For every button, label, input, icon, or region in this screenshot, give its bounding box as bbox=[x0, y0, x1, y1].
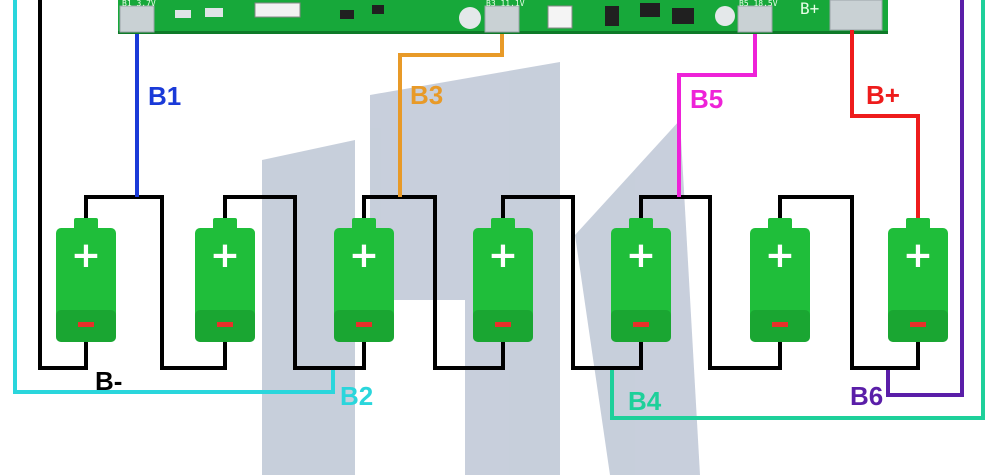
b5-wire bbox=[677, 34, 757, 197]
battery-cells: + + + + + + + bbox=[56, 218, 948, 342]
plus-icon: + bbox=[626, 235, 656, 276]
b2-label: B2 bbox=[340, 381, 373, 411]
plus-icon: + bbox=[349, 235, 379, 276]
board-component bbox=[205, 8, 223, 17]
battery-cell: + bbox=[750, 218, 810, 342]
b6-wire bbox=[886, 0, 964, 397]
battery-body bbox=[195, 228, 255, 342]
b1-pad-label: B1 3.7V bbox=[122, 0, 156, 8]
board-component bbox=[372, 5, 384, 14]
board-component bbox=[340, 10, 354, 19]
board-connector bbox=[254, 2, 301, 18]
cell-link-6-7 bbox=[778, 195, 920, 370]
minus-icon bbox=[356, 322, 372, 327]
battery-terminal bbox=[629, 218, 653, 230]
battery-cell: + bbox=[334, 218, 394, 342]
b3-wire bbox=[398, 34, 504, 197]
board-component bbox=[547, 5, 573, 29]
cell-link-3-4 bbox=[362, 195, 505, 370]
bplus-wire bbox=[850, 30, 920, 220]
board-bplus-text: B+ bbox=[800, 0, 819, 18]
plus-icon: + bbox=[765, 235, 795, 276]
bminus-wire bbox=[38, 0, 88, 370]
battery-terminal bbox=[352, 218, 376, 230]
minus-icon bbox=[633, 322, 649, 327]
battery-cell: + bbox=[888, 218, 948, 342]
minus-icon bbox=[495, 322, 511, 327]
battery-body bbox=[611, 228, 671, 342]
board-test-point bbox=[459, 7, 481, 29]
battery-body bbox=[334, 228, 394, 342]
b4-label: B4 bbox=[628, 386, 662, 416]
battery-terminal bbox=[768, 218, 792, 230]
battery-terminal bbox=[213, 218, 237, 230]
battery-cell: + bbox=[473, 218, 533, 342]
board-component bbox=[672, 8, 694, 24]
b1-label: B1 bbox=[148, 81, 181, 111]
battery-body bbox=[750, 228, 810, 342]
b4-wire bbox=[610, 0, 985, 420]
bplus-label: B+ bbox=[866, 80, 900, 110]
b3-pad-label: B3 11.1V bbox=[486, 0, 525, 8]
cell-link-4-5 bbox=[501, 195, 643, 370]
battery-cell: + bbox=[611, 218, 671, 342]
board-component bbox=[640, 3, 660, 17]
b5-pad-label: B5 18.5V bbox=[739, 0, 778, 8]
battery-body bbox=[888, 228, 948, 342]
b6-label: B6 bbox=[850, 381, 883, 411]
bminus-label: B- bbox=[95, 366, 122, 396]
b5-label: B5 bbox=[690, 84, 723, 114]
cell-link-2-3 bbox=[223, 195, 366, 370]
b3-label: B3 bbox=[410, 80, 443, 110]
board-component bbox=[175, 10, 191, 18]
minus-icon bbox=[772, 322, 788, 327]
battery-terminal bbox=[491, 218, 515, 230]
minus-icon bbox=[217, 322, 233, 327]
battery-cell: + bbox=[195, 218, 255, 342]
plus-icon: + bbox=[210, 235, 240, 276]
battery-body bbox=[473, 228, 533, 342]
plus-icon: + bbox=[71, 235, 101, 276]
battery-body bbox=[56, 228, 116, 342]
b1-pad bbox=[119, 5, 155, 33]
board-test-point bbox=[715, 6, 735, 26]
plus-icon: + bbox=[903, 235, 933, 276]
cell-link-1-2 bbox=[84, 195, 227, 370]
battery-terminal bbox=[74, 218, 98, 230]
b3-pad bbox=[484, 5, 520, 33]
battery-terminal bbox=[906, 218, 930, 230]
battery-cell: + bbox=[56, 218, 116, 342]
minus-icon bbox=[910, 322, 926, 327]
bplus-pad bbox=[829, 0, 883, 31]
b2-wire bbox=[13, 0, 335, 394]
b5-pad bbox=[737, 5, 773, 33]
board-component bbox=[605, 6, 619, 26]
minus-icon bbox=[78, 322, 94, 327]
cell-link-5-6 bbox=[639, 195, 782, 370]
series-wiring bbox=[38, 0, 920, 370]
plus-icon: + bbox=[488, 235, 518, 276]
